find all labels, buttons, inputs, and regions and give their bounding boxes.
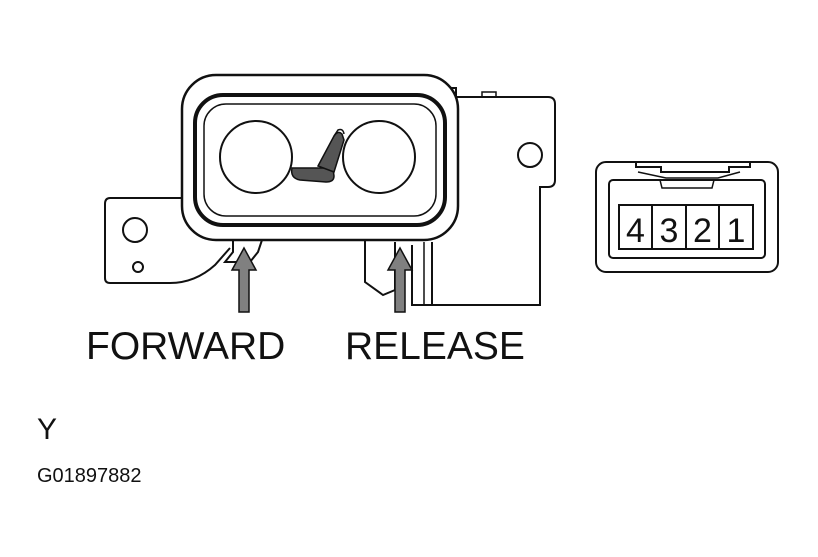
pin-2-label: 2 (693, 212, 712, 250)
right-knob (342, 120, 416, 194)
mounting-hole-small (132, 261, 144, 273)
release-label: RELEASE (345, 325, 525, 368)
forward-label: FORWARD (86, 325, 285, 368)
pin-3-label: 3 (660, 212, 679, 250)
seat-icon (290, 128, 345, 183)
mounting-hole-large (122, 217, 148, 243)
view-label: Y (37, 413, 57, 446)
connector-latch (635, 162, 751, 173)
figure-id: G01897882 (37, 465, 142, 487)
release-arrow-icon (386, 246, 414, 313)
forward-arrow-icon (230, 246, 258, 313)
pin-4-label: 4 (626, 212, 645, 250)
left-knob (219, 120, 293, 194)
pin-1-label: 1 (727, 212, 746, 250)
connector: 4 3 2 1 (595, 161, 779, 273)
bracket-hole (517, 142, 543, 168)
